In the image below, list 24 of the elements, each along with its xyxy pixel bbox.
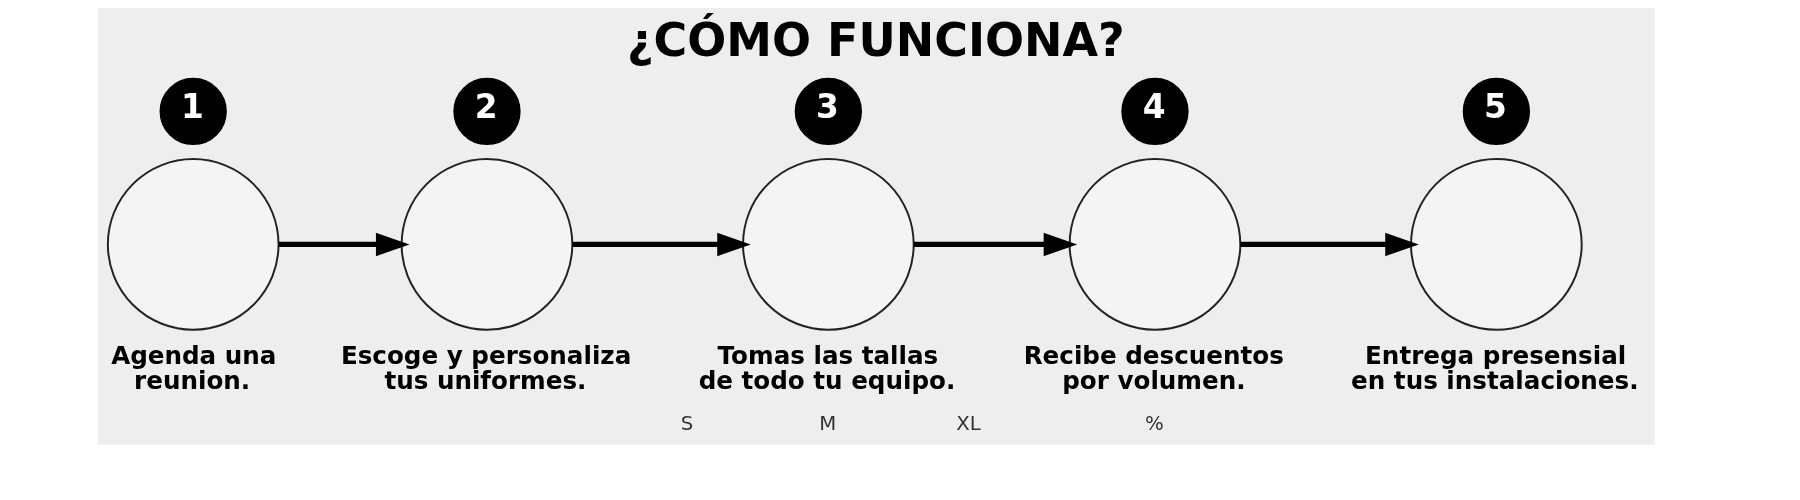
node-circle (742, 158, 915, 331)
node-circle: 1 (159, 77, 227, 146)
node-circle: 4 (1121, 77, 1189, 146)
arrow (572, 232, 751, 257)
diagram-title: ¿CÓMO FUNCIONA? (626, 13, 1125, 68)
node-circle: 2 (453, 77, 521, 146)
node-label: Tomas las tallas de todo tu equipo. (698, 341, 956, 395)
node-circle: 3 (794, 77, 862, 146)
label: XL (956, 412, 981, 436)
node-label: Recibe descuentos por volumen. (1023, 341, 1284, 395)
arrow (913, 232, 1078, 257)
node-circle (400, 158, 574, 331)
node-circle: 5 (1462, 77, 1530, 146)
node-label: Agenda una reunion. (111, 341, 277, 395)
node-circle (1068, 158, 1242, 331)
node-circle (106, 158, 280, 331)
label: % (1145, 412, 1164, 436)
arrow (278, 232, 410, 257)
node-circle (1410, 158, 1583, 331)
node-label: Escoge y personaliza tus uniformes. (340, 341, 632, 395)
label: S (680, 412, 694, 436)
node-label: Entrega presensial en tus instalaciones. (1351, 341, 1639, 395)
label: M (819, 412, 837, 436)
arrow (1240, 232, 1419, 257)
